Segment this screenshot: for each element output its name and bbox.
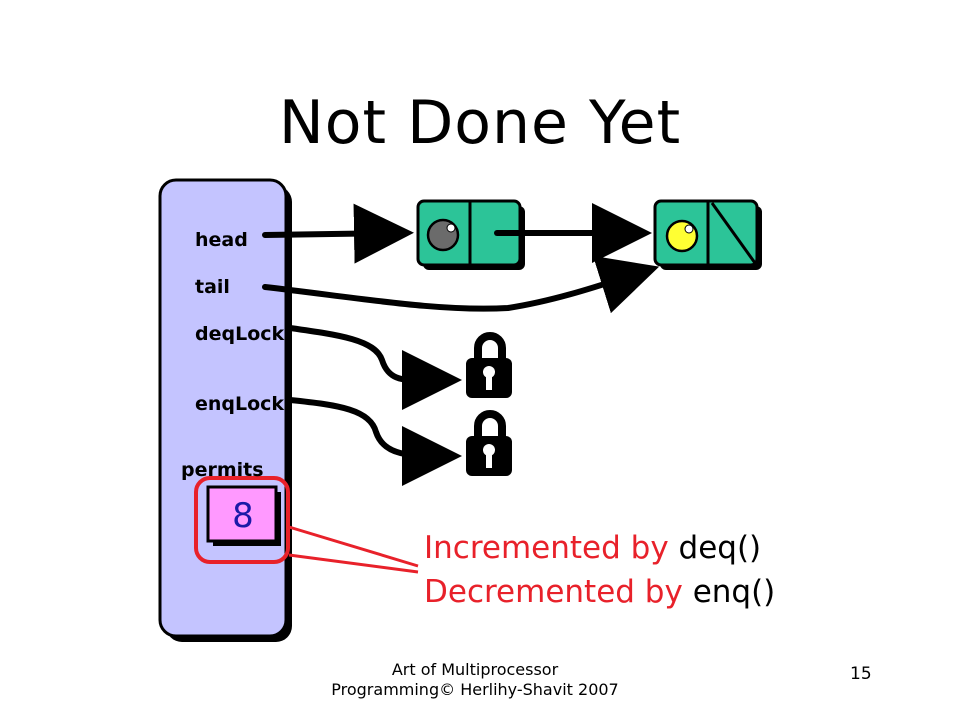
permits-highlight — [194, 476, 419, 574]
decremented-text: Decremented by — [424, 574, 683, 610]
field-enqlock: enqLock — [195, 393, 285, 415]
deq-call: deq() — [678, 530, 762, 566]
deqlock-pointer-arrow — [287, 325, 462, 411]
incremented-text: Incremented by — [424, 530, 669, 566]
tail-pointer-arrow — [262, 255, 660, 314]
slide-title: Not Done Yet — [278, 88, 682, 158]
permits-value: 8 — [232, 496, 254, 536]
incremented-note: Incremented by deq() — [424, 530, 761, 566]
value-ball — [665, 219, 699, 253]
footer-text: Art of Multiprocessor Programming© Herli… — [331, 660, 619, 699]
enq-call: enq() — [692, 574, 776, 610]
field-tail: tail — [195, 276, 230, 298]
value-node — [653, 199, 762, 270]
field-permits: permits — [181, 459, 264, 481]
enqlock-pointer-arrow — [287, 397, 462, 486]
null-next-slash — [710, 202, 757, 264]
lock-icon — [466, 332, 512, 398]
field-deqlock: deqLock — [195, 323, 285, 345]
decremented-note: Decremented by enq() — [424, 574, 775, 610]
head-pointer-arrow — [262, 203, 414, 264]
page-number: 15 — [850, 664, 872, 684]
field-head: head — [195, 229, 248, 251]
permits-box — [206, 485, 281, 546]
lock-icon — [466, 410, 512, 476]
sentinel-node — [416, 199, 525, 270]
